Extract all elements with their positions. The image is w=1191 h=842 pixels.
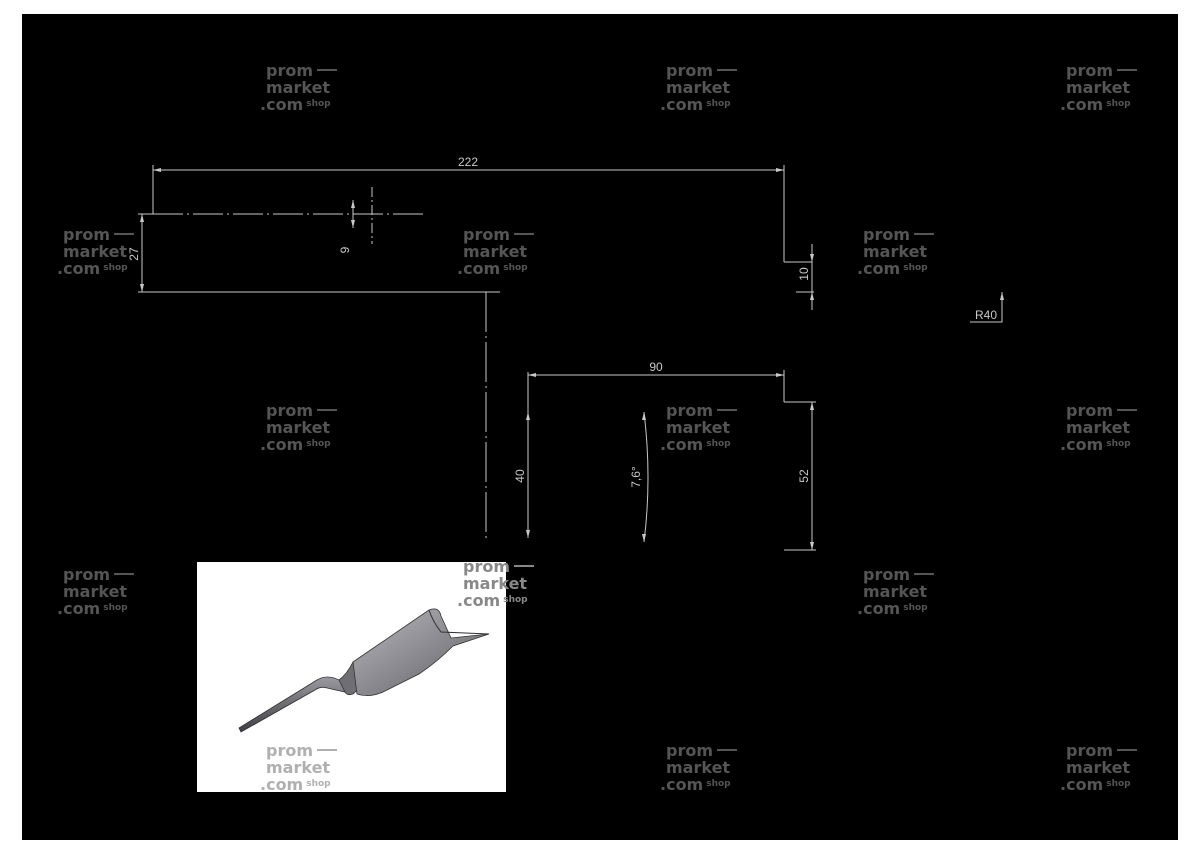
scraper-blade xyxy=(352,608,490,696)
scraper-blade-edge xyxy=(428,609,490,635)
arrow-step-bottom xyxy=(810,292,814,300)
dim-label-blade-right: 52 xyxy=(797,469,811,483)
arrow-blade-right-top xyxy=(810,402,814,410)
radius-leader xyxy=(970,292,1003,323)
angle-arc xyxy=(643,411,649,543)
arrow-thickness-bottom xyxy=(351,220,355,228)
arrow-step-top xyxy=(810,254,814,262)
dim-label-blade-left: 40 xyxy=(513,469,527,483)
scraper-handle xyxy=(238,676,354,733)
arrow-blade-length-right xyxy=(776,373,784,377)
arrow-width-top xyxy=(140,214,144,222)
dim-label-blade-length: 90 xyxy=(649,360,663,374)
arrow-thickness-top xyxy=(351,200,355,208)
arrow-radius xyxy=(1000,292,1004,300)
arrow-angle-top xyxy=(642,412,646,420)
arrow-angle-bottom xyxy=(642,534,646,542)
dim-label-angle: 7,6° xyxy=(629,466,643,488)
scraper-render-image xyxy=(238,608,490,733)
dim-label-thickness: 9 xyxy=(338,246,352,253)
arrow-overall-right xyxy=(776,168,784,172)
arrow-blade-right-bottom xyxy=(810,542,814,550)
dim-label-handle-width: 27 xyxy=(127,247,141,261)
arrow-overall-left xyxy=(153,168,161,172)
arrow-blade-left-top xyxy=(526,412,530,420)
arrow-width-bottom xyxy=(140,284,144,292)
dim-label-overall: 222 xyxy=(458,155,478,169)
arrow-blade-left-bottom xyxy=(526,530,530,538)
arrow-blade-length-left xyxy=(528,373,536,377)
dim-label-step: 10 xyxy=(797,267,811,281)
dim-label-radius: R40 xyxy=(975,308,997,322)
